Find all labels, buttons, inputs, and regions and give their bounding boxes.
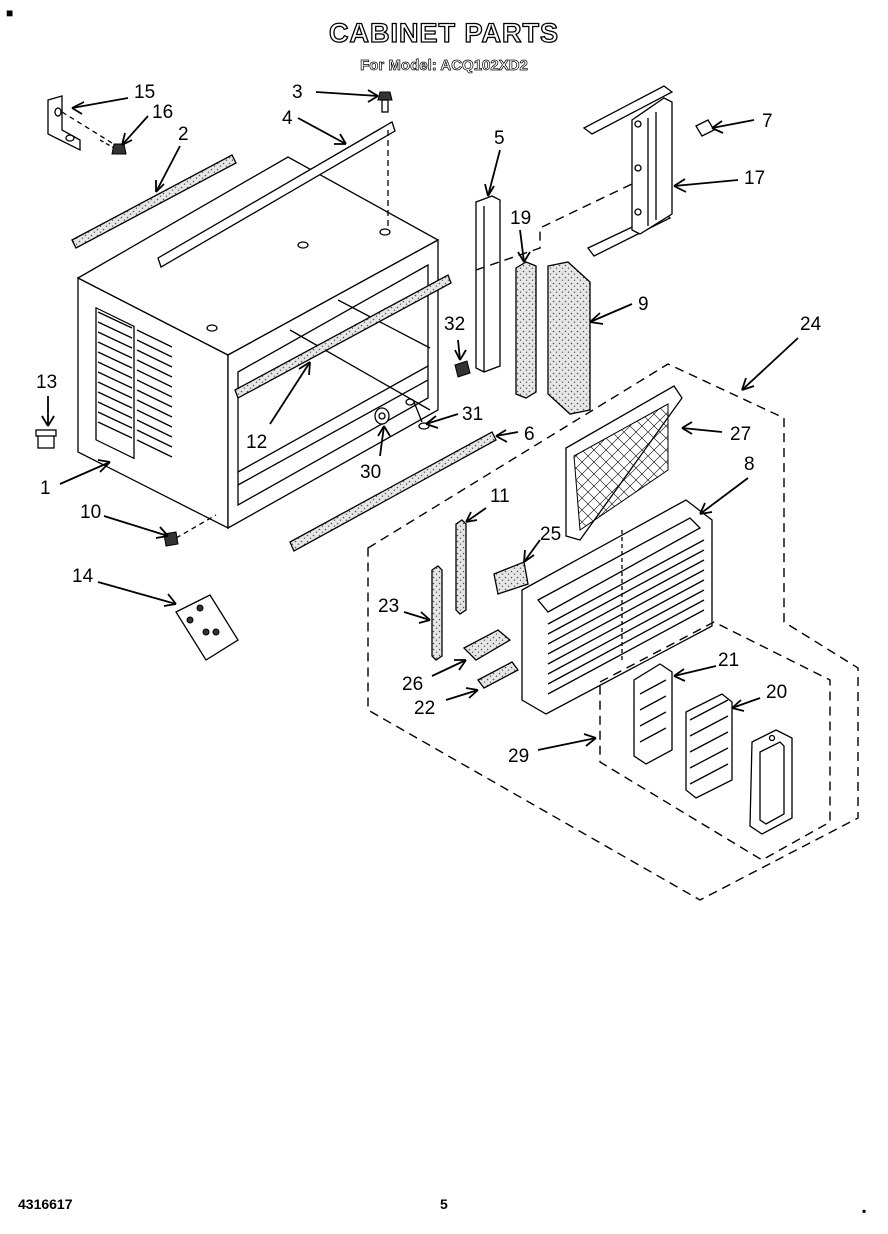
fastener-part-30 (374, 407, 390, 425)
plug-part-13 (35, 429, 57, 449)
louver-assembly-part-21 (685, 693, 733, 799)
screw-part-32 (454, 360, 471, 378)
callout-labels: 15 16 2 3 4 5 7 17 19 9 24 32 13 12 31 3… (36, 82, 822, 767)
page-number: 5 (440, 1196, 448, 1212)
bracket-part-15 (47, 95, 81, 152)
callout-9: 9 (638, 294, 649, 315)
side-curtain-frame-part-17 (582, 85, 674, 257)
foam-strip-part-26 (431, 565, 443, 661)
screw-part-10 (163, 514, 217, 547)
callout-32: 32 (444, 314, 465, 335)
callout-15: 15 (134, 82, 155, 103)
document-part-number: 4316617 (18, 1196, 73, 1212)
foam-seal-part-19 (515, 261, 537, 399)
callout-27: 26 (402, 674, 423, 695)
model-subtitle: For Model: ACQ102XD2 (360, 57, 529, 75)
foam-pad-part-25 (493, 561, 529, 595)
callout-4: 4 (282, 108, 293, 129)
callout-13: 13 (36, 372, 57, 393)
callout-1: 1 (40, 478, 51, 499)
clip-part-31 (405, 398, 430, 430)
louver-frame-part-20 (749, 729, 793, 835)
foam-panel-part-9 (547, 261, 591, 415)
foam-block-part-27 (462, 629, 512, 661)
callout-29: 27 (730, 424, 751, 445)
side-channel-part-5 (475, 195, 501, 373)
cabinet-louvers (95, 306, 173, 460)
callout-23: 24 (800, 314, 822, 335)
support-channel (157, 121, 396, 268)
corner-mark: ▪ (862, 1204, 867, 1218)
page-title: CABINET PARTS (328, 17, 559, 48)
front-grille-part-8 (521, 499, 713, 715)
louver-bracket-part-22 (633, 663, 673, 765)
screw-part-16 (99, 139, 127, 155)
callout-25: 25 (540, 524, 561, 545)
callout-5: 5 (494, 128, 505, 149)
inner-gasket-strip (234, 274, 452, 399)
callout-26: 23 (378, 596, 399, 617)
callout-7: 7 (762, 111, 773, 132)
callout-20: 29 (508, 746, 529, 767)
callout-16: 16 (152, 102, 173, 123)
screw-part-3 (377, 91, 393, 113)
callout-8: 8 (744, 454, 755, 475)
callout-19: 19 (510, 208, 531, 229)
callout-21: 20 (766, 682, 787, 703)
callout-12: 12 (246, 432, 267, 453)
callout-22: 21 (718, 650, 739, 671)
callout-17: 17 (744, 168, 765, 189)
foam-block-part-24 (477, 661, 519, 689)
callout-2: 2 (178, 124, 189, 145)
callout-11: 11 (490, 486, 510, 507)
callout-14: 14 (72, 566, 94, 587)
foam-strip-part-11 (455, 519, 467, 615)
screw-part-7 (695, 119, 715, 137)
callout-30: 30 (360, 462, 381, 483)
bottom-gasket-strip (289, 431, 497, 552)
leader-lines (41, 89, 799, 751)
top-gasket-strip (71, 154, 237, 249)
corner-mark: ■ (6, 6, 14, 20)
callout-3: 3 (292, 82, 303, 103)
callout-10: 10 (80, 502, 101, 523)
mounting-bracket-part-14 (175, 594, 239, 661)
callout-24: 22 (414, 698, 435, 719)
air-filter-part-29 (565, 385, 683, 541)
callout-6: 6 (524, 424, 535, 445)
callout-31: 31 (462, 404, 483, 425)
